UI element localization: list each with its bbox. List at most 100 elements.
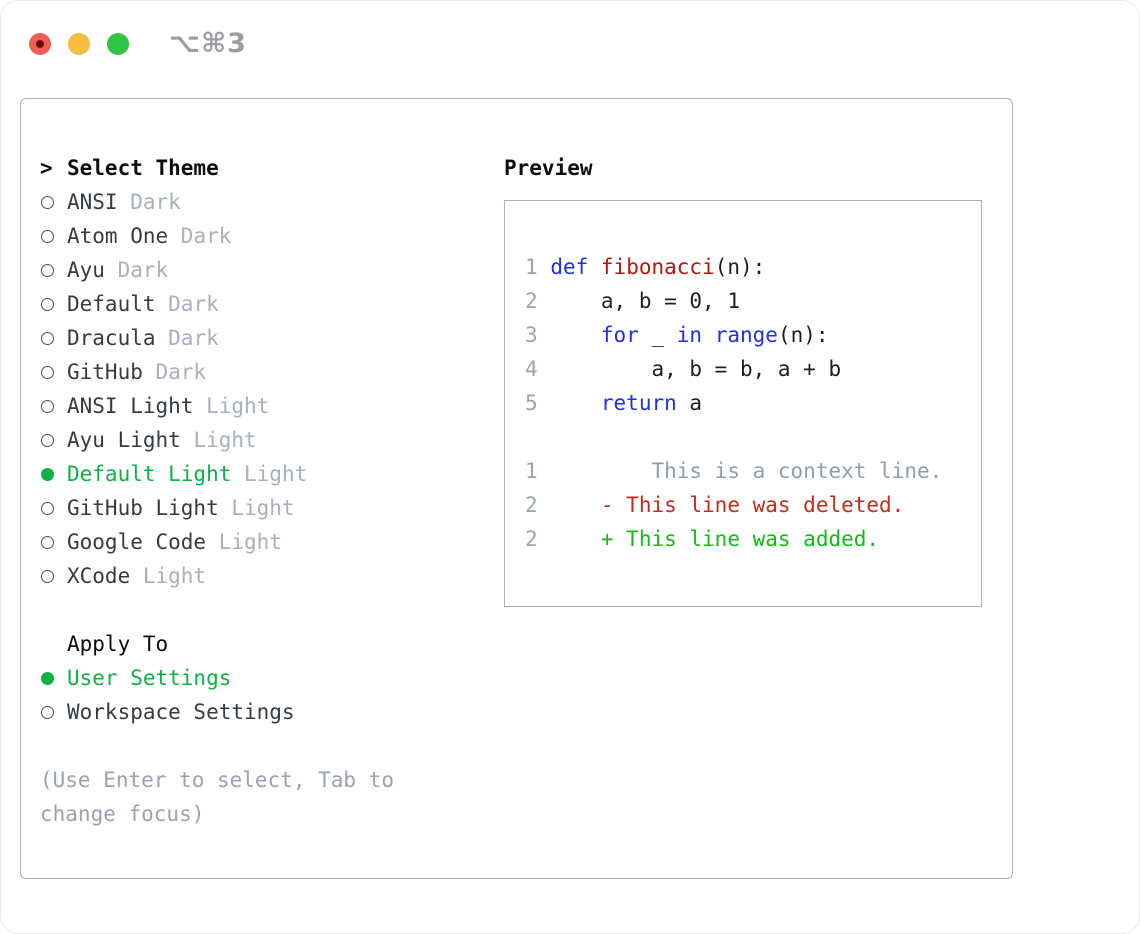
theme-item-name: Dracula [67,326,156,350]
theme-item[interactable]: Default Dark [40,287,480,321]
radio-marker [40,705,67,719]
code-token: (n): [777,323,829,347]
theme-item-name: Google Code [67,530,207,554]
theme-item[interactable]: GitHub Light Light [40,491,480,525]
line-number: 1 [525,255,538,279]
close-button[interactable] [29,32,51,55]
theme-item[interactable]: ANSI Light Light [40,389,480,423]
line-number: 3 [525,323,538,347]
radio-marker [40,467,67,481]
apply-to-option[interactable]: User Settings [40,661,480,695]
line-number: 4 [525,357,538,381]
code-token: def [550,255,589,279]
radio-marker [40,535,67,549]
theme-item[interactable]: XCode Light [40,559,480,593]
code-line [525,420,981,454]
code-token: for [600,323,639,347]
theme-item-name: Default [67,292,156,316]
code-token: fibonacci [600,255,715,279]
code-token: This is a context line. [550,459,943,483]
theme-item-name: Atom One [67,224,169,248]
line-number: 2 [525,289,538,313]
radio-marker [40,569,67,583]
code-token: _ [638,323,677,347]
code-token: in [676,323,703,347]
theme-item-name: Default Light [67,462,232,486]
code-token: a [676,391,703,415]
radio-marker [40,671,67,685]
theme-item-name: GitHub [67,360,143,384]
theme-item-variant: Light [231,462,308,486]
theme-item-variant: Dark [168,224,232,248]
radio-marker [40,433,67,447]
code-token: (n): [714,255,766,279]
theme-item[interactable]: Dracula Dark [40,321,480,355]
code-line: 3 for _ in range(n): [525,318,981,352]
radio-icon [41,195,54,209]
theme-item-name: ANSI Light [67,394,194,418]
radio-marker [40,399,67,413]
maximize-button[interactable] [107,32,129,55]
line-number: 1 [525,459,538,483]
radio-icon [41,569,54,583]
select-theme-title: Select Theme [67,156,219,180]
code-line: 5 return a [525,386,981,420]
preview-column: Preview 1 def fibonacci(n):2 a, b = 0, 1… [504,151,982,607]
theme-item-variant: Light [130,564,207,588]
radio-marker [40,263,67,277]
hint-text: (Use Enter to select, Tab to change focu… [40,768,395,826]
close-dot-icon [36,39,44,48]
theme-item-name: ANSI [67,190,118,214]
theme-item-name: Ayu Light [67,428,181,452]
radio-marker [40,365,67,379]
preview-title: Preview [504,156,593,180]
code-token: - This line was deleted. [550,493,905,517]
radio-icon [41,501,54,515]
code-line: 2 + This line was added. [525,522,981,556]
code-token [550,391,601,415]
line-number: 5 [525,391,538,415]
apply-to-option-label: User Settings [67,666,232,690]
radio-marker [40,297,67,311]
theme-item[interactable]: Default Light Light [40,457,480,491]
theme-item-variant: Dark [104,258,169,282]
code-line: 2 a, b = 0, 1 [525,284,981,318]
theme-item-variant: Light [180,428,257,452]
theme-item-variant: Dark [117,190,181,214]
radio-icon [41,365,54,379]
spacer [40,593,480,627]
titlebar: ⌥⌘3 [29,28,247,59]
theme-item[interactable]: Google Code Light [40,525,480,559]
radio-icon [41,399,54,413]
window-shortcut-label: ⌥⌘3 [169,28,247,59]
theme-item-name: GitHub Light [67,496,219,520]
code-token: a, b = 0, 1 [550,289,740,313]
minimize-button[interactable] [68,32,90,55]
theme-item-variant: Dark [142,360,207,384]
code-token: range [714,323,778,347]
apply-to-option[interactable]: Workspace Settings [40,695,480,729]
radio-icon [41,297,54,311]
code-token: + This line was added. [550,527,880,551]
theme-item[interactable]: Ayu Light Light [40,423,480,457]
radio-marker [40,501,67,515]
code-token: a, b = b, a + b [550,357,842,381]
code-line: 4 a, b = b, a + b [525,352,981,386]
radio-icon [41,229,54,243]
theme-item[interactable]: Ayu Dark [40,253,480,287]
theme-item[interactable]: GitHub Dark [40,355,480,389]
theme-item-variant: Light [193,394,270,418]
theme-item-name: XCode [67,564,131,588]
apply-to-title: Apply To [67,632,169,656]
radio-icon [41,263,54,277]
code-token [588,255,601,279]
theme-item[interactable]: Atom One Dark [40,219,480,253]
code-line: 2 - This line was deleted. [525,488,981,522]
theme-item-name: Ayu [67,258,105,282]
radio-icon [41,331,54,345]
theme-item[interactable]: ANSI Dark [40,185,480,219]
